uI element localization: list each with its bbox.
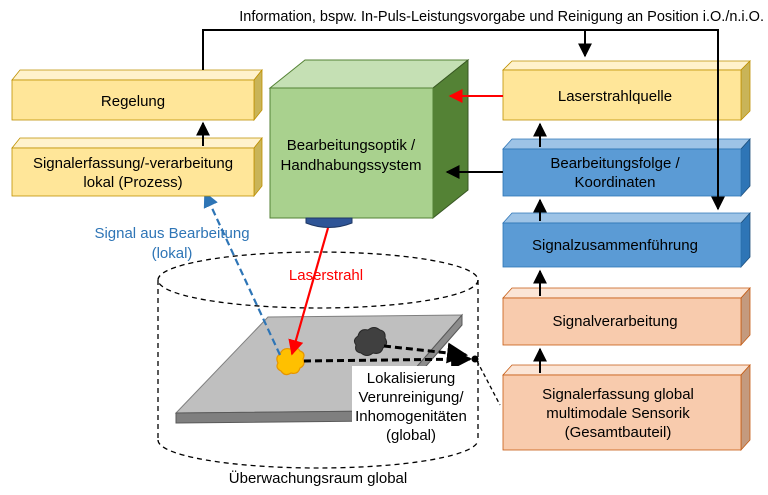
local-signal-caption-2: (lokal) <box>152 245 193 262</box>
processing-optics-label-2: Handhabungssystem <box>281 157 422 174</box>
global-signal-label-2: multimodale Sensorik <box>546 405 690 422</box>
signal-processing-label: Signalverarbeitung <box>552 313 677 330</box>
localisation-label-2: Verunreinigung/ <box>358 389 464 406</box>
top-info-text: Information, bspw. In-Puls-Leistungsvorg… <box>239 9 764 25</box>
local-signal-label-2: lokal (Prozess) <box>83 174 182 191</box>
global-signal-box: Signalerfassung global multimodale Senso… <box>502 363 751 452</box>
processing-optics-box: Bearbeitungsoptik / Handhabungssystem <box>268 58 470 220</box>
laser-beam-label: Laserstrahl <box>289 267 363 284</box>
signal-fusion-box: Signalzusammenführung <box>502 211 751 269</box>
process-sequence-label-2: Koordinaten <box>575 174 656 191</box>
global-signal-label-1: Signalerfassung global <box>542 386 694 403</box>
processing-optics-label-1: Bearbeitungsoptik / <box>287 137 416 154</box>
laser-source-label: Laserstrahlquelle <box>558 88 672 105</box>
contamination-blob <box>353 327 388 356</box>
surveillance-cylinder <box>157 251 479 469</box>
localisation-connector <box>476 360 501 406</box>
local-signal-box: Signalerfassung/-verarbeitung lokal (Pro… <box>11 136 263 198</box>
signal-processing-box: Signalverarbeitung <box>502 286 751 347</box>
flow-arrows <box>196 29 725 373</box>
laser-beam-arrow <box>288 227 330 356</box>
localisation-label-3: Inhomogenitäten <box>355 408 467 425</box>
localisation-label-bg <box>352 366 466 448</box>
local-signal-arrow <box>203 191 281 356</box>
global-signal-label-3: (Gesamtbauteil) <box>565 424 672 441</box>
surveillance-space-label: Überwachungsraum global <box>229 469 407 487</box>
signal-fusion-label: Signalzusammenführung <box>532 237 698 254</box>
local-signal-label-1: Signalerfassung/-verarbeitung <box>33 155 233 172</box>
lens-icon <box>305 217 353 228</box>
localisation-point <box>471 355 479 363</box>
laser-source-box: Laserstrahlquelle <box>502 60 751 121</box>
control-label: Regelung <box>101 93 165 110</box>
process-sequence-box: Bearbeitungsfolge / Koordinaten <box>502 137 751 198</box>
process-sequence-label-1: Bearbeitungsfolge / <box>550 155 680 172</box>
localisation-label-1: Lokalisierung <box>367 370 455 387</box>
localisation-label-4: (global) <box>386 427 436 444</box>
local-signal-caption-1: Signal aus Bearbeitung <box>94 225 249 242</box>
localisation-arrows <box>303 342 473 370</box>
control-box: Regelung <box>11 68 263 122</box>
